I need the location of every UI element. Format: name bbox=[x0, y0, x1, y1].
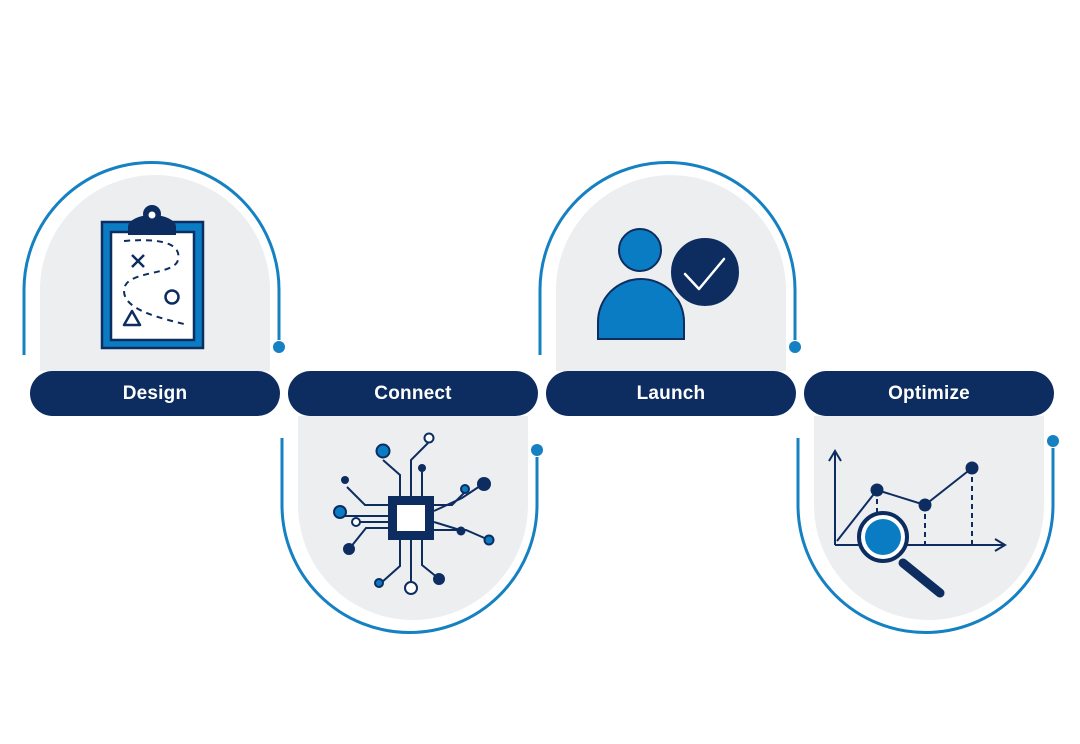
design-outline-dot bbox=[273, 341, 285, 353]
optimize-outline bbox=[796, 438, 1055, 634]
launch-outline-dot bbox=[789, 341, 801, 353]
clipboard-plan-icon bbox=[100, 205, 205, 350]
circuit-chip-icon bbox=[333, 432, 495, 595]
launch-outline bbox=[538, 161, 797, 355]
user-check-icon bbox=[597, 228, 743, 340]
step-design[interactable]: Design bbox=[30, 371, 280, 416]
step-launch[interactable]: Launch bbox=[546, 371, 796, 416]
chart-magnifier-icon bbox=[828, 449, 1007, 598]
optimize-outline-dot bbox=[1047, 435, 1059, 447]
step-connect[interactable]: Connect bbox=[288, 371, 538, 416]
optimize-panel bbox=[814, 416, 1044, 620]
design-outline bbox=[22, 161, 281, 355]
connect-outline-dot bbox=[531, 444, 543, 456]
connect-outline bbox=[280, 438, 539, 634]
step-optimize[interactable]: Optimize bbox=[804, 371, 1054, 416]
